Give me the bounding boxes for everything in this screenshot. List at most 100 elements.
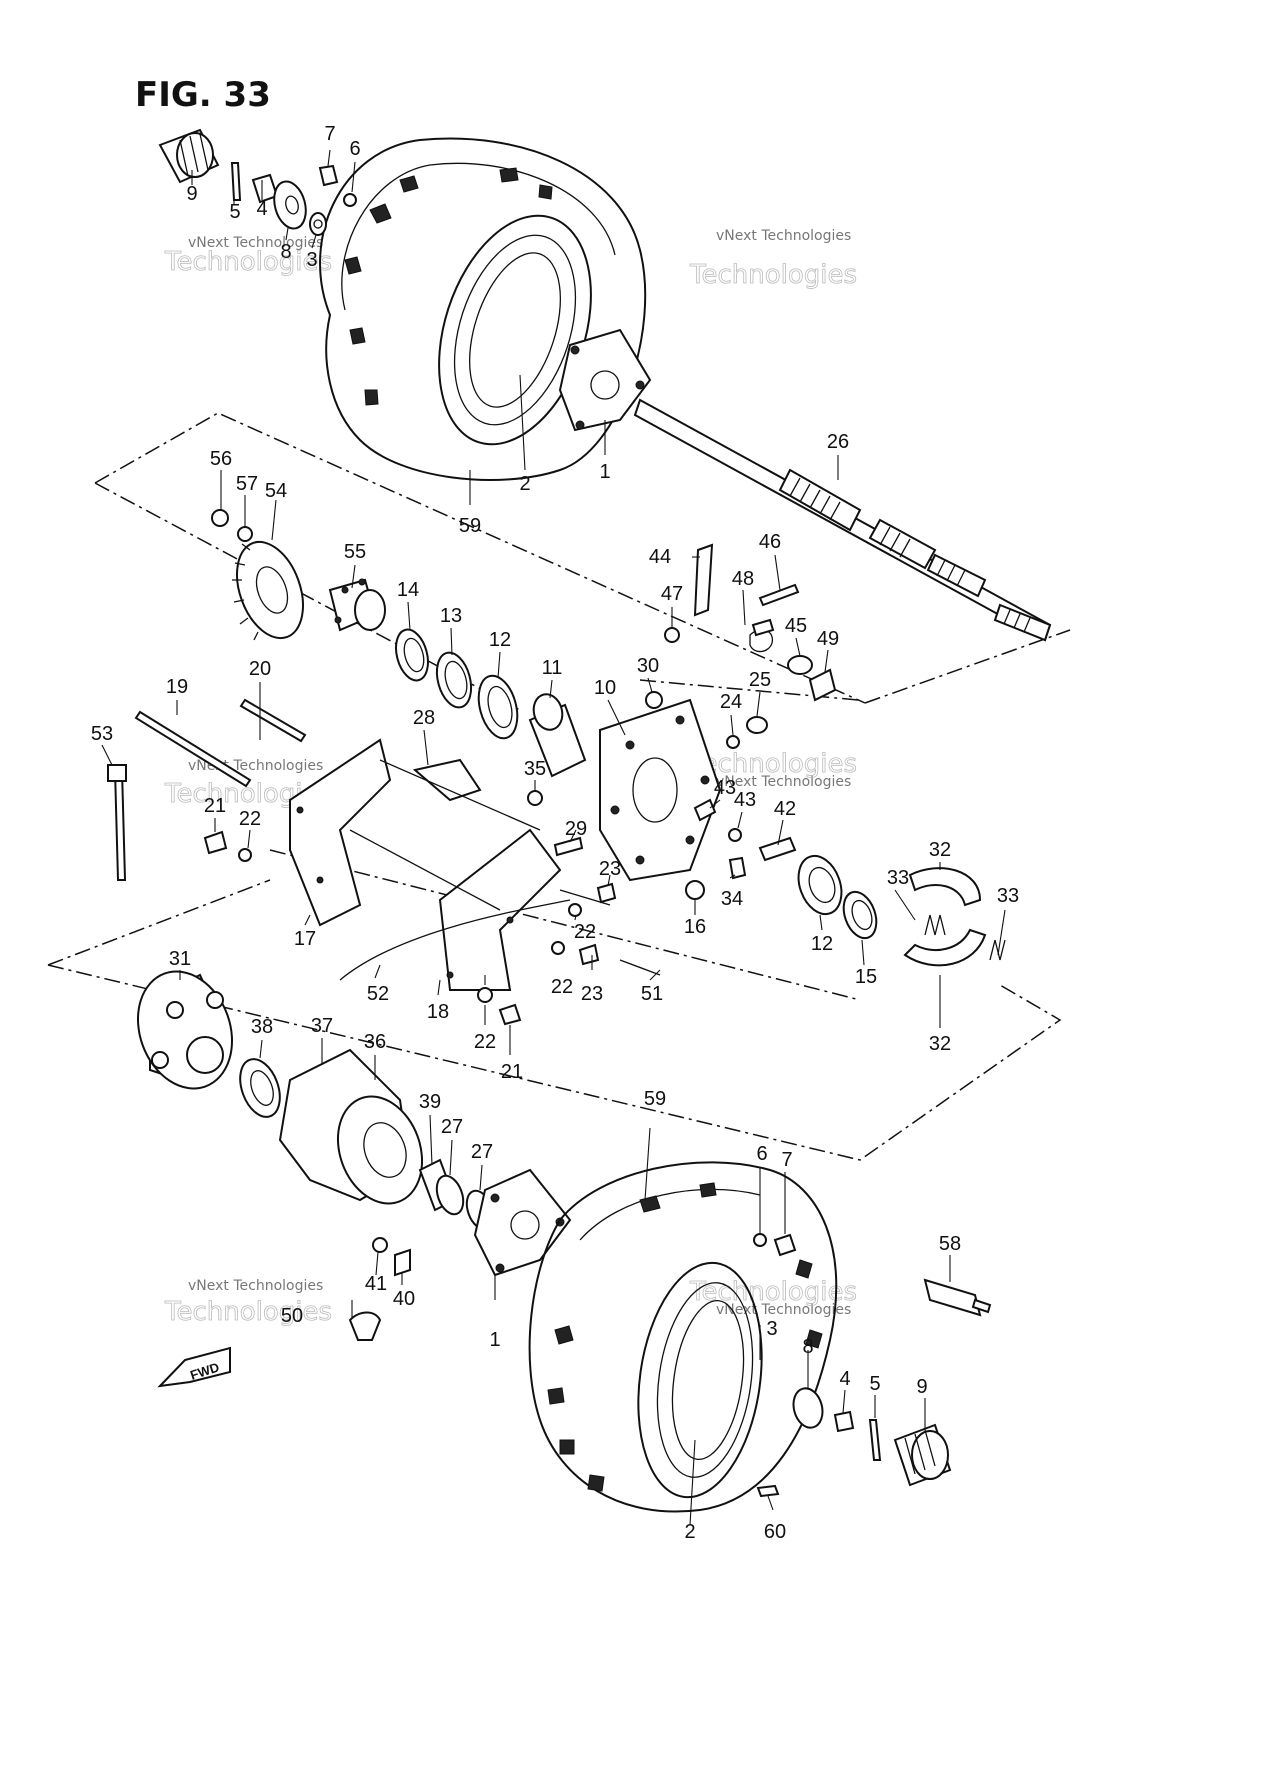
callout-39: 39	[419, 1091, 441, 1113]
watermark-outline: Technologies	[689, 749, 857, 779]
callout-7: 7	[324, 123, 335, 145]
callout-10: 10	[594, 677, 616, 699]
callout-17: 17	[294, 928, 316, 950]
callout-21: 21	[204, 795, 226, 817]
callout-3: 3	[766, 1318, 777, 1340]
callout-27: 27	[441, 1116, 463, 1138]
callout-56: 56	[210, 448, 232, 470]
callout-34: 34	[721, 888, 743, 910]
callout-46: 46	[759, 531, 781, 553]
callout-1: 1	[599, 461, 610, 483]
callout-22: 22	[551, 976, 573, 998]
callout-28: 28	[413, 707, 435, 729]
callout-43: 43	[714, 777, 736, 799]
callout-6: 6	[349, 138, 360, 160]
callout-16: 16	[684, 916, 706, 938]
callout-13: 13	[440, 605, 462, 627]
callout-59: 59	[459, 515, 481, 537]
upper-small-parts	[158, 128, 357, 236]
callout-9: 9	[186, 183, 197, 205]
callout-4: 4	[256, 198, 267, 220]
callout-55: 55	[344, 541, 366, 563]
callout-58: 58	[939, 1233, 961, 1255]
callout-33: 33	[997, 885, 1019, 907]
callout-12: 12	[811, 933, 833, 955]
callout-60: 60	[764, 1521, 786, 1543]
callout-42: 42	[774, 798, 796, 820]
callout-25: 25	[749, 669, 771, 691]
callout-30: 30	[637, 655, 659, 677]
callout-7: 7	[781, 1149, 792, 1171]
callout-4: 4	[839, 1368, 850, 1390]
callout-22: 22	[574, 921, 596, 943]
callout-22: 22	[474, 1031, 496, 1053]
callout-1: 1	[489, 1329, 500, 1351]
brake-shoe-set	[797, 854, 1006, 967]
callout-5: 5	[869, 1373, 880, 1395]
fwd-arrow-icon: FWD	[157, 1346, 231, 1388]
callout-2: 2	[684, 1521, 695, 1543]
watermark-outline: Technologies	[689, 1277, 857, 1307]
callout-3: 3	[306, 249, 317, 271]
watermark-text: vNext Technologies	[188, 235, 323, 251]
callout-35: 35	[524, 758, 546, 780]
callout-36: 36	[364, 1031, 386, 1053]
watermark-group: vNext Technologies Technologies vNext Te…	[164, 228, 858, 1327]
callout-52: 52	[367, 983, 389, 1005]
callout-51: 51	[641, 983, 663, 1005]
callout-47: 47	[661, 583, 683, 605]
callout-20: 20	[249, 658, 271, 680]
callout-32: 32	[929, 839, 951, 861]
watermark-outline: Technologies	[689, 260, 857, 290]
callout-33: 33	[887, 867, 909, 889]
callout-2: 2	[519, 473, 530, 495]
callout-19: 19	[166, 676, 188, 698]
brake-lever-parts	[664, 543, 837, 702]
watermark-text: vNext Technologies	[716, 1302, 851, 1318]
watermark-outline: Technologies	[164, 1297, 332, 1327]
callout-40: 40	[393, 1288, 415, 1310]
callout-50: 50	[281, 1305, 303, 1327]
watermark-text: vNext Technologies	[716, 228, 851, 244]
upper-hub-plate	[558, 328, 652, 432]
callout-48: 48	[732, 568, 754, 590]
callout-29: 29	[565, 818, 587, 840]
lower-tire	[528, 1161, 838, 1513]
bearing-stack	[395, 628, 587, 778]
callout-44: 44	[649, 546, 671, 568]
callout-14: 14	[397, 579, 419, 601]
nuts-and-washers	[203, 790, 617, 1026]
final-drive-housing	[136, 970, 495, 1341]
callout-37: 37	[311, 1015, 333, 1037]
callout-26: 26	[827, 431, 849, 453]
upper-tire	[319, 137, 647, 481]
watermark-text: vNext Technologies	[188, 1278, 323, 1294]
callout-27: 27	[471, 1141, 493, 1163]
sprocket-assembly	[211, 509, 386, 641]
callout-31: 31	[169, 948, 191, 970]
callout-43: 43	[734, 789, 756, 811]
figure-title: FIG. 33	[135, 75, 271, 115]
callout-12: 12	[489, 629, 511, 651]
lower-small-parts	[756, 1278, 992, 1498]
callout-labels: 9 5 4 8 3 7 6 59 2 1 26 56 5 7 54 55 44 4…	[91, 123, 1019, 1543]
callout-9: 9	[916, 1376, 927, 1398]
callout-54: 54	[265, 480, 287, 502]
brake-panel	[599, 691, 722, 882]
callout-23: 23	[599, 858, 621, 880]
callout-18: 18	[427, 1001, 449, 1023]
long-bolts	[107, 698, 307, 881]
callout-5: 5	[229, 201, 240, 223]
assembly-boundary	[47, 412, 1071, 1161]
callout-38: 38	[251, 1016, 273, 1038]
callout-15: 15	[855, 966, 877, 988]
callout-8: 8	[802, 1336, 813, 1358]
brake-bolts	[685, 716, 797, 900]
callout-41: 41	[365, 1273, 387, 1295]
callout-45: 45	[785, 615, 807, 637]
callout-59: 59	[644, 1088, 666, 1110]
callout-11: 11	[542, 657, 563, 679]
callout-23: 23	[581, 983, 603, 1005]
